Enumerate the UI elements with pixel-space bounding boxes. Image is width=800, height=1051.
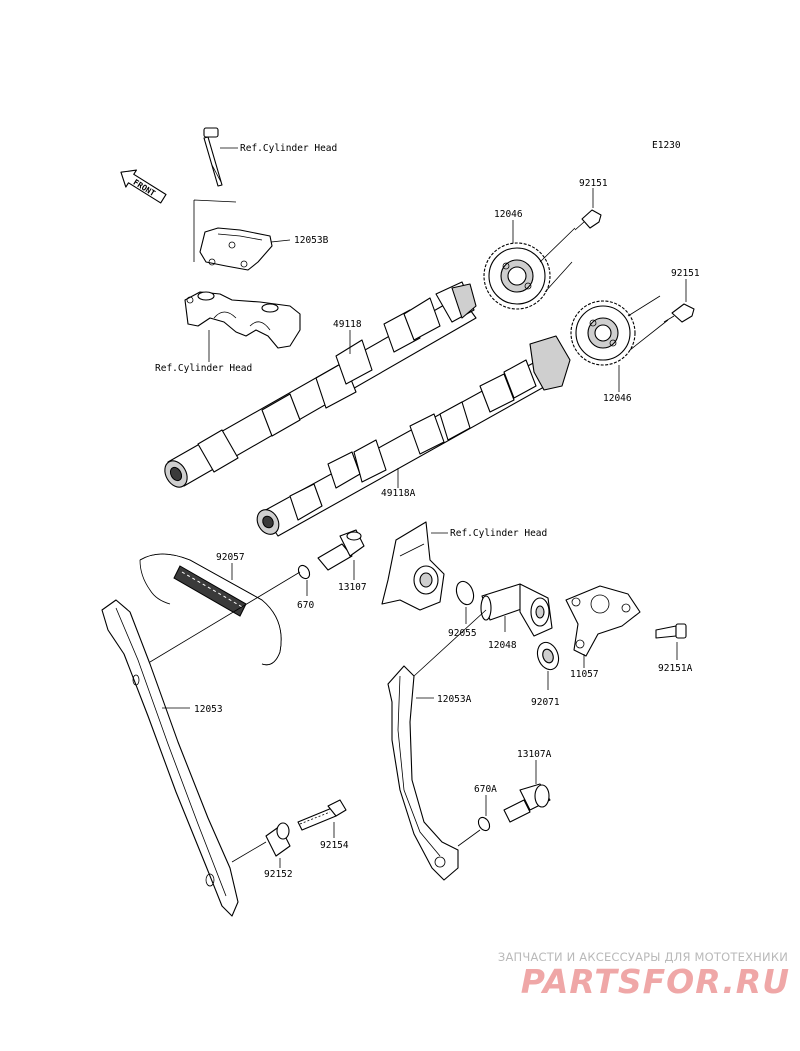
oring-670A xyxy=(477,816,491,832)
label-92057: 92057 xyxy=(216,552,245,563)
diagram-code: E1230 xyxy=(652,140,681,151)
label-92152: 92152 xyxy=(264,869,293,880)
label-670: 670 xyxy=(297,600,314,611)
label-12046-lower: 12046 xyxy=(603,393,632,404)
chain-tensioner-12048 xyxy=(480,583,553,637)
sprocket-bolt-upper xyxy=(574,209,602,231)
gasket-92055 xyxy=(455,580,475,606)
label-13107A: 13107A xyxy=(517,749,552,760)
chain-guide-upper-12053B xyxy=(199,227,273,271)
label-49118A: 49118A xyxy=(381,488,416,499)
collar-92152 xyxy=(265,822,291,857)
label-12053: 12053 xyxy=(194,704,223,715)
oring-670 xyxy=(297,564,311,580)
front-arrow-icon: FRONT xyxy=(120,169,167,204)
cam-chain-92057 xyxy=(139,553,282,666)
label-13107: 13107 xyxy=(338,582,367,593)
guide-bolt-13107 xyxy=(317,529,365,571)
tensioner-guide-12053A xyxy=(387,665,459,881)
tensioner-housing xyxy=(381,521,445,611)
label-12053A: 12053A xyxy=(437,694,472,705)
label-92151-upper: 92151 xyxy=(579,178,608,189)
ref-label-left: Ref.Cylinder Head xyxy=(155,363,252,374)
sprocket-bolt-lower xyxy=(663,303,695,323)
bolt-92151A xyxy=(655,623,687,639)
label-12048: 12048 xyxy=(488,640,517,651)
watermark-logo: PARTSFOR.RU xyxy=(520,962,790,1001)
chain-guide-12053 xyxy=(101,599,239,917)
gasket-11057 xyxy=(565,585,641,657)
camshaft-intake-49118A xyxy=(256,335,571,537)
label-12053B: 12053B xyxy=(294,235,329,246)
guide-bolt-13107A xyxy=(503,783,551,823)
label-670A: 670A xyxy=(474,784,497,795)
guide-bolt-92154 xyxy=(297,799,347,831)
watermark-tagline: ЗАПЧАСТИ И АКСЕССУАРЫ ДЛЯ МОТОТЕХНИКИ xyxy=(497,950,788,964)
camshaft-exhaust-49118 xyxy=(164,281,477,488)
label-49118: 49118 xyxy=(333,319,362,330)
cam-sprocket-lower xyxy=(570,300,636,366)
ref-label-top: Ref.Cylinder Head xyxy=(240,143,337,154)
label-92154: 92154 xyxy=(320,840,349,851)
label-92151-lower: 92151 xyxy=(671,268,700,279)
label-92055: 92055 xyxy=(448,628,477,639)
label-12046-upper: 12046 xyxy=(494,209,523,220)
label-11057: 11057 xyxy=(570,669,599,680)
label-92151A: 92151A xyxy=(658,663,693,674)
label-92071: 92071 xyxy=(531,697,560,708)
ref-label-mid: Ref.Cylinder Head xyxy=(450,528,547,539)
camshaft-cap-bolt xyxy=(203,127,223,187)
camshaft-holder xyxy=(184,291,301,349)
washer-92071 xyxy=(536,641,560,671)
cam-sprocket-upper xyxy=(483,242,551,310)
